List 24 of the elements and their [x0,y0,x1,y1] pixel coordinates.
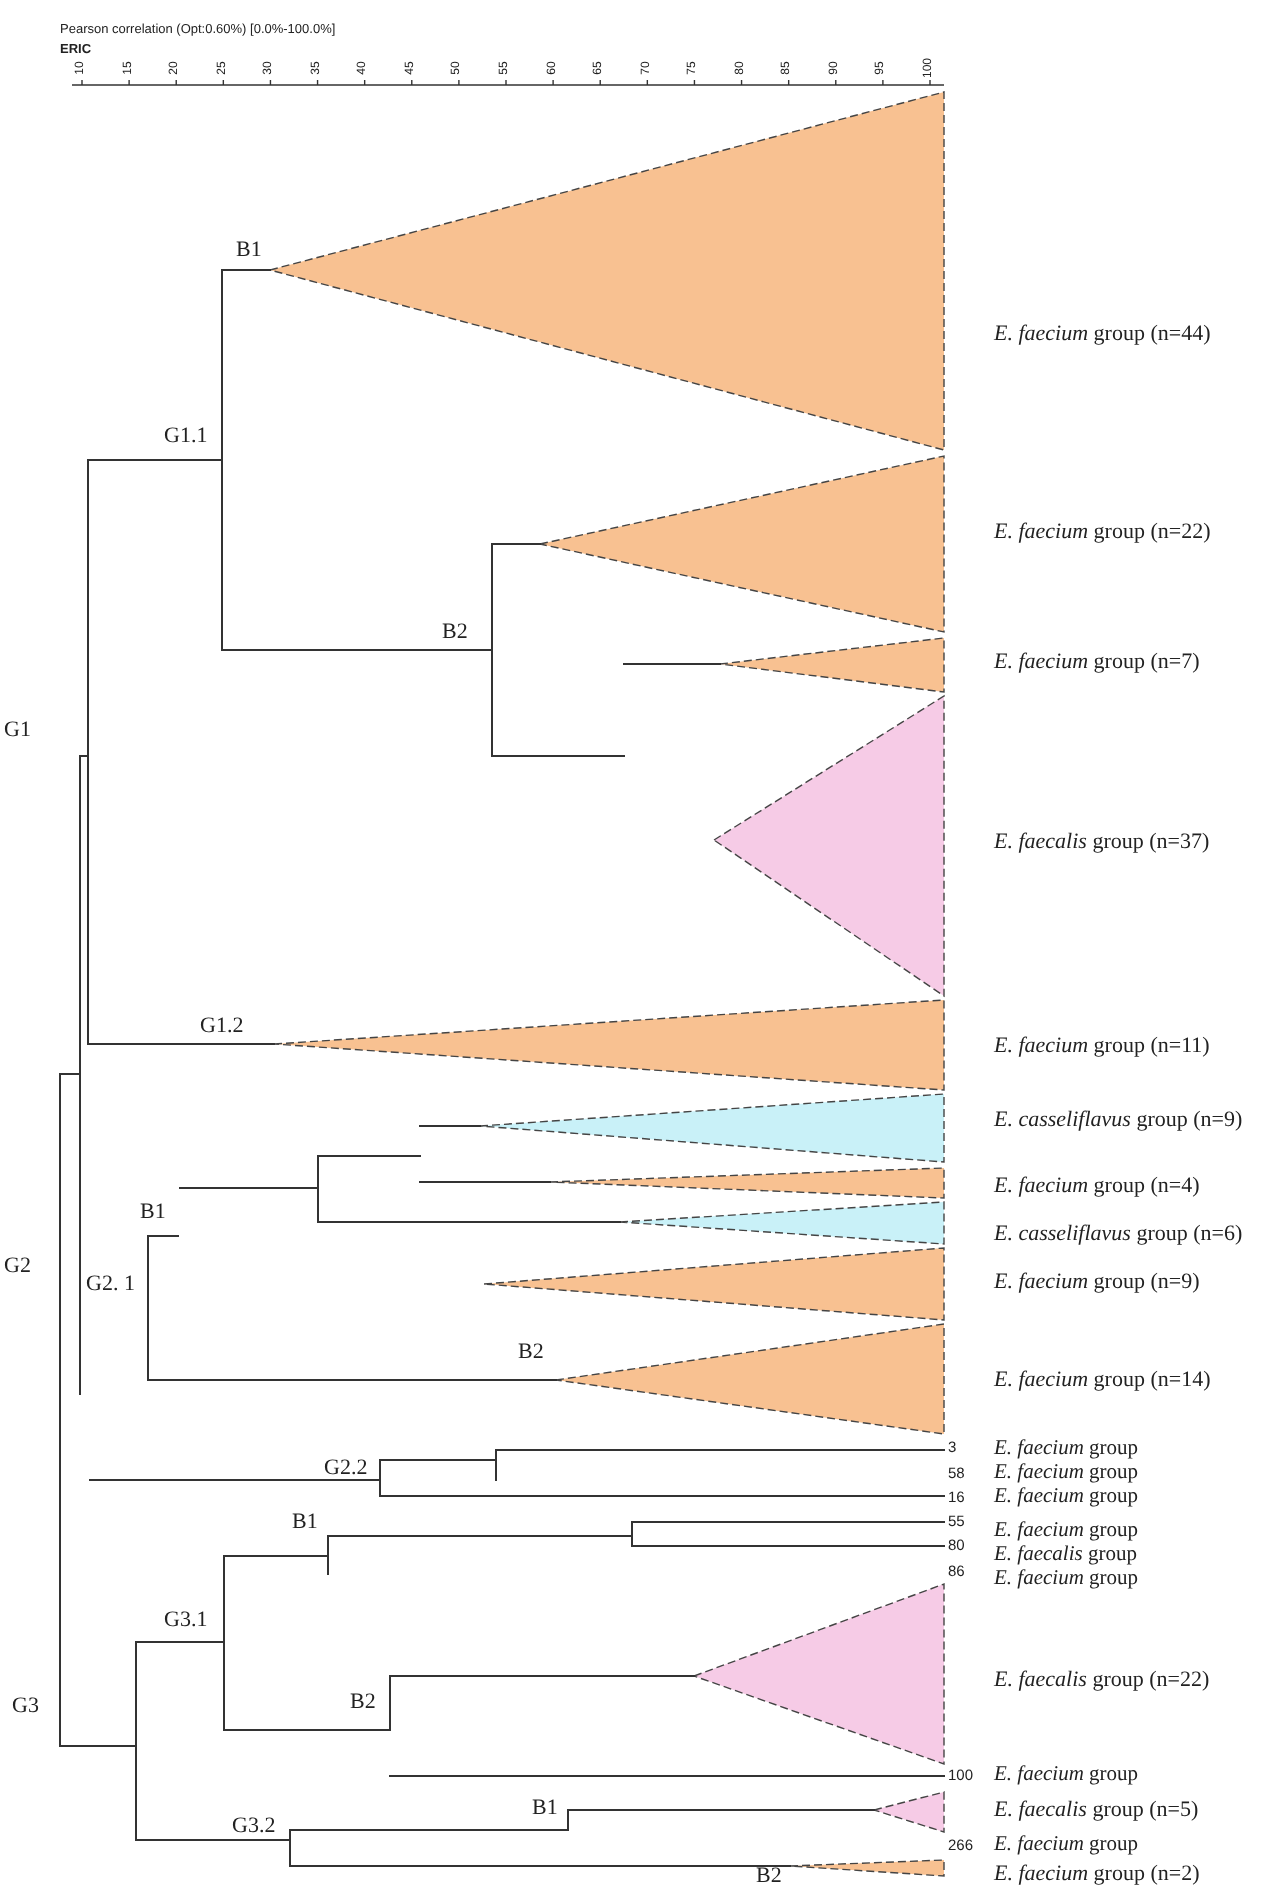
cluster-label: E. casseliflavus group (n=9) [994,1107,1243,1133]
cluster-label: E. faecium group (n=2) [994,1861,1200,1887]
cluster-label: E. faecium group (n=4) [994,1173,1200,1199]
branch-label: G1 [4,717,31,743]
isolate-label: E. faecium group [994,1568,1139,1592]
cluster-label: E. faecalis group (n=22) [994,1667,1210,1693]
cluster-label: E. faecium group (n=11) [994,1033,1210,1059]
isolate-label: E. faecium group [994,1486,1139,1510]
isolate-label: E. faecium group [994,1834,1139,1858]
branch-label: G2 [4,1253,31,1279]
isolate-label: E. faecium group [994,1438,1139,1462]
cluster-label: E. faecium group (n=22) [994,519,1211,545]
isolate-label: E. faecium group [994,1462,1139,1486]
cluster-label: E. casseliflavus group (n=6) [994,1221,1243,1247]
isolate-label: E. faecalis group [994,1544,1137,1568]
isolate-label: E. faecium group [994,1764,1139,1788]
cluster-label: E. faecium group (n=44) [994,321,1211,347]
cluster-label: E. faecalis group (n=37) [994,829,1210,855]
cluster-label: E. faecium group (n=9) [994,1269,1200,1295]
cluster-label: E. faecium group (n=14) [994,1367,1211,1393]
branch-label: G3 [12,1693,39,1719]
cluster-label: E. faecalis group (n=5) [994,1797,1199,1823]
cluster-label: E. faecium group (n=7) [994,649,1200,675]
isolate-label: E. faecium group [994,1520,1139,1544]
